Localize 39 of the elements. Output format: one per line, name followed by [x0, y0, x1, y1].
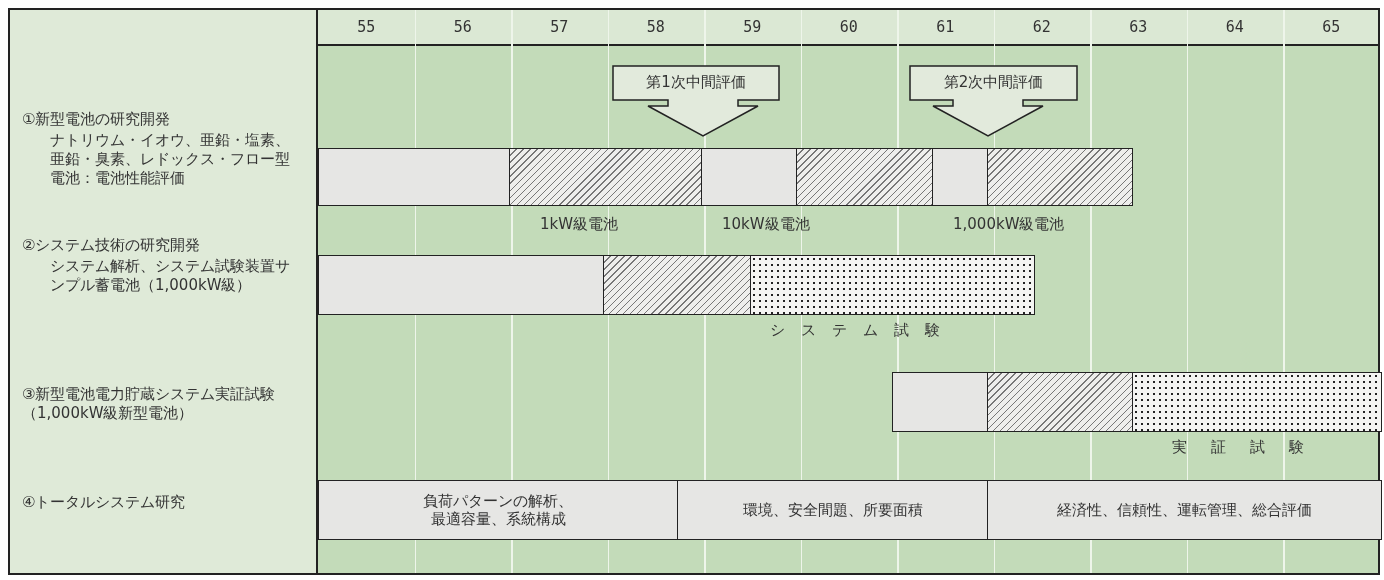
- schedule-bar: [987, 148, 1133, 206]
- year-label: 64: [1225, 18, 1244, 36]
- row-description: システム解析、システム試験装置サンプル蓄電池（1,000kW級）: [50, 257, 290, 295]
- schedule-bar: [796, 148, 933, 206]
- bar-caption: 実証試験: [1172, 438, 1328, 456]
- callout-arrow: 第1次中間評価: [612, 65, 780, 137]
- schedule-bar: [701, 148, 797, 206]
- schedule-bar: [509, 148, 702, 206]
- year-label: 63: [1129, 18, 1148, 36]
- year-label: 58: [646, 18, 665, 36]
- schedule-bar: [603, 255, 751, 315]
- year-label: 55: [357, 18, 376, 36]
- schedule-bar: [892, 372, 988, 432]
- year-label: 60: [839, 18, 858, 36]
- year-label: 62: [1032, 18, 1051, 36]
- year-label: 59: [743, 18, 762, 36]
- bar-caption: 1,000kW級電池: [953, 215, 1065, 233]
- task-bar: 経済性、信頼性、運転管理、総合評価: [987, 480, 1382, 540]
- schedule-bar: [932, 148, 988, 206]
- bar-caption: システム試験: [770, 321, 956, 339]
- row-description: ナトリウム・イオウ、亜鉛・塩素、亜鉛・臭素、レドックス・フロー型電池：電池性能評価: [50, 131, 290, 188]
- schedule-bar: [318, 148, 510, 206]
- year-label: 65: [1322, 18, 1341, 36]
- row-heading: ③新型電池電力貯蔵システム実証試験（1,000kW級新型電池）: [22, 385, 277, 423]
- row-heading: ①新型電池の研究開発: [22, 110, 172, 129]
- bar-caption: 1kW級電池: [540, 215, 619, 233]
- row-heading: ④トータルシステム研究: [22, 493, 187, 512]
- year-label: 57: [550, 18, 569, 36]
- schedule-bar: [987, 372, 1133, 432]
- schedule-bar: [750, 255, 1035, 315]
- bar-caption: 10kW級電池: [722, 215, 810, 233]
- task-bar: 負荷パターンの解析、最適容量、系統構成: [318, 480, 678, 540]
- schedule-bar: [318, 255, 604, 315]
- task-bar: 環境、安全間題、所要面積: [677, 480, 988, 540]
- year-label: 61: [936, 18, 955, 36]
- schedule-bar: [1132, 372, 1382, 432]
- row-heading: ②システム技術の研究開発: [22, 236, 202, 255]
- year-label: 56: [453, 18, 472, 36]
- callout-arrow: 第2次中間評価: [909, 65, 1078, 137]
